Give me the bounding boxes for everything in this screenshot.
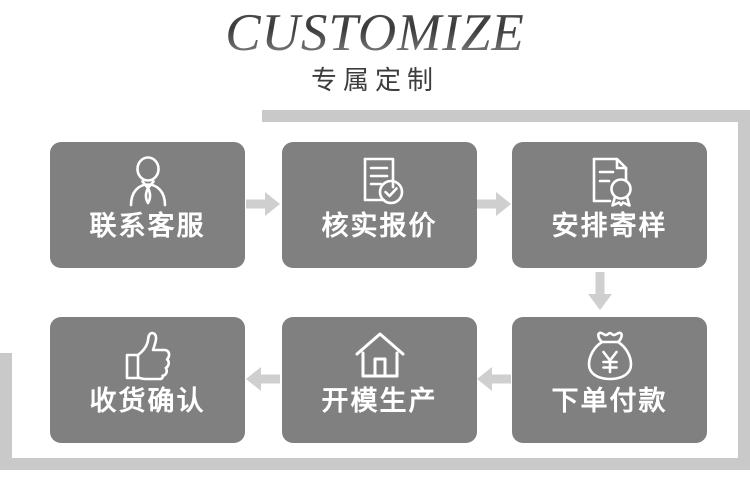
- step-card-label: 收货确认: [89, 386, 206, 417]
- step-card-verify-quote[interactable]: 核实报价: [282, 142, 477, 268]
- customer-service-person-icon: [121, 153, 175, 209]
- thumbs-up-icon: [121, 328, 175, 384]
- frame-band-bottom: [0, 458, 750, 470]
- step-card-contact-service[interactable]: 联系客服: [50, 142, 245, 268]
- flow-arrow-right-icon: [477, 190, 511, 223]
- step-card-arrange-sample[interactable]: 安排寄样: [512, 142, 707, 268]
- step-card-label: 核实报价: [321, 211, 438, 242]
- frame-band-top: [262, 110, 750, 122]
- poster-header: CUSTOMIZE 专属定制: [0, 0, 750, 108]
- factory-house-icon: [353, 328, 407, 384]
- money-bag-yuan-icon: [583, 328, 637, 384]
- flow-arrow-left-icon: [246, 365, 280, 398]
- page-title-chinese: 专属定制: [310, 65, 439, 96]
- step-card-confirm-receipt[interactable]: 收货确认: [50, 317, 245, 443]
- flow-arrow-down-icon: [586, 272, 614, 315]
- flow-arrow-right-icon: [246, 190, 280, 223]
- step-card-label: 安排寄样: [551, 211, 668, 242]
- document-check-icon: [353, 153, 407, 209]
- step-card-label: 联系客服: [89, 211, 206, 242]
- flow-arrow-left-icon: [477, 365, 511, 398]
- step-card-order-payment[interactable]: 下单付款: [512, 317, 707, 443]
- frame-band-left: [0, 353, 12, 470]
- document-award-seal-icon: [583, 153, 637, 209]
- step-card-label: 下单付款: [551, 386, 668, 417]
- step-card-label: 开模生产: [321, 386, 438, 417]
- frame-band-right: [738, 110, 750, 470]
- page-title-english: CUSTOMIZE: [0, 0, 750, 62]
- step-card-mold-production[interactable]: 开模生产: [282, 317, 477, 443]
